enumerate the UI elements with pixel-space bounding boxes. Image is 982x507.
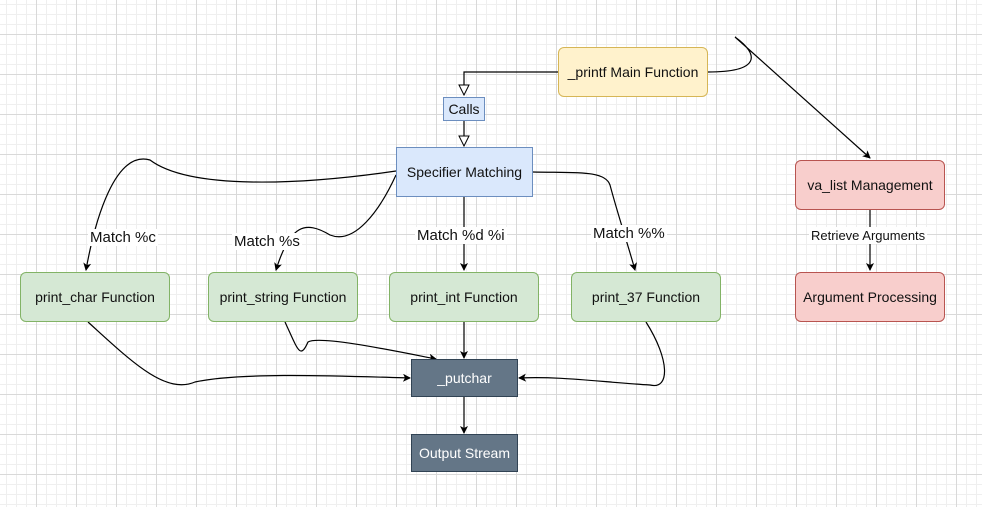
edge-specifier-to-print-37 [532,171,637,271]
edge-main-to-calls [464,71,558,95]
print-37-function-node[interactable]: print_37 Function [571,272,721,322]
print-char-function-node[interactable]: print_char Function [20,272,170,322]
va-list-management-label: va_list Management [807,177,933,193]
va-list-management-node[interactable]: va_list Management [795,160,945,210]
print-string-function-node[interactable]: print_string Function [208,272,358,322]
edge-label-match-s: Match %s [232,233,302,250]
putchar-node[interactable]: _putchar [411,359,518,397]
specifier-matching-node[interactable]: Specifier Matching [396,147,533,197]
print-37-function-label: print_37 Function [591,289,701,305]
edge-specifier-to-print-string [274,174,397,271]
argument-processing-node[interactable]: Argument Processing [795,272,945,322]
edge-print-string-to-putchar [284,321,437,362]
edge-label-match-d-i: Match %d %i [415,227,507,244]
putchar-label: _putchar [437,370,492,386]
output-stream-label: Output Stream [418,445,511,461]
calls-label: Calls [448,101,480,117]
print-int-function-node[interactable]: print_int Function [389,272,539,322]
printf-main-function-node[interactable]: _printf Main Function [558,47,708,97]
edge-specifier-to-print-char [83,158,397,271]
calls-node[interactable]: Calls [443,97,485,121]
specifier-matching-label: Specifier Matching [406,164,523,180]
edge-print-37-to-putchar [518,321,666,387]
print-string-function-label: print_string Function [219,289,347,305]
printf-main-function-label: _printf Main Function [567,64,699,80]
argument-processing-label: Argument Processing [803,289,937,305]
print-int-function-label: print_int Function [410,289,518,305]
edge-main-to-va-list [707,36,871,159]
output-stream-node[interactable]: Output Stream [411,434,518,472]
edge-label-match-percent: Match %% [591,225,667,242]
edge-print-char-to-putchar [87,321,411,386]
edge-label-retrieve-arguments: Retrieve Arguments [809,227,928,244]
print-char-function-label: print_char Function [35,289,155,305]
edge-label-match-c: Match %c [88,229,158,246]
